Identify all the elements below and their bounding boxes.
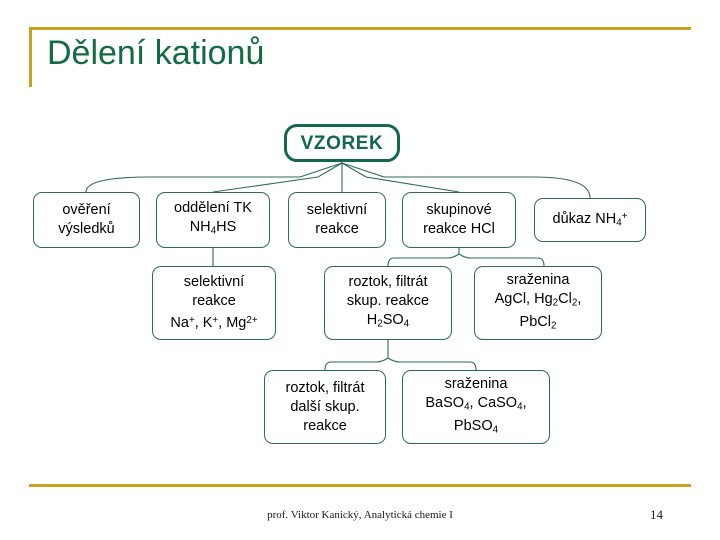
node-srazenina-chloridy-label: sraženina AgCl, Hg2Cl2, PbCl2 bbox=[494, 272, 582, 331]
node-dukaz-nh4[interactable]: důkaz NH4+ bbox=[534, 198, 646, 242]
formula-h2so4: H2SO4 bbox=[366, 311, 410, 330]
node-overeni-vysledku[interactable]: ověření výsledků bbox=[33, 192, 140, 248]
footer-page-number: 14 bbox=[650, 507, 663, 522]
formula-na-k-mg: Na+, K+, Mg2+ bbox=[170, 314, 258, 332]
node-dukaz-nh4-label: důkaz NH4+ bbox=[552, 211, 628, 229]
node-roztok-filtrat-h2so4-label: roztok, filtrát skup. reakce H2SO4 bbox=[346, 273, 430, 330]
node-vzorek-label: VZOREK bbox=[300, 132, 384, 154]
node-srazenina-sirany-label: sraženina BaSO4, CaSO4, PbSO4 bbox=[425, 376, 527, 435]
node-overeni-vysledku-label: ověření výsledků bbox=[58, 202, 115, 237]
node-vzorek[interactable]: VZOREK bbox=[284, 124, 400, 162]
node-oddeleni-tk-label: oddělení TK NH4HS bbox=[174, 200, 252, 237]
node-srazenina-sirany[interactable]: sraženina BaSO4, CaSO4, PbSO4 bbox=[402, 370, 550, 444]
footer-rule bbox=[29, 484, 691, 487]
node-roztok-filtrat-dalsi-skup-label: roztok, filtrát další skup. reakce bbox=[285, 379, 365, 434]
formula-pbso4: PbSO4 bbox=[453, 417, 499, 435]
node-srazenina-chloridy[interactable]: sraženina AgCl, Hg2Cl2, PbCl2 bbox=[474, 266, 602, 340]
title-rule-left bbox=[29, 27, 32, 87]
formula-nh4hs: NH4HS bbox=[189, 219, 237, 237]
footer-credit: prof. Viktor Kanický, Analytická chemie … bbox=[267, 509, 453, 521]
formula-pbcl2: PbCl2 bbox=[519, 313, 557, 331]
node-roztok-filtrat-h2so4[interactable]: roztok, filtrát skup. reakce H2SO4 bbox=[324, 266, 452, 340]
formula-baso4-caso4: BaSO4, CaSO4, bbox=[425, 395, 527, 413]
node-oddeleni-tk[interactable]: oddělení TK NH4HS bbox=[156, 192, 270, 248]
node-selektivni-reakce-na-k-mg[interactable]: selektivní reakce Na+, K+, Mg2+ bbox=[152, 266, 276, 340]
node-roztok-filtrat-dalsi-skup[interactable]: roztok, filtrát další skup. reakce bbox=[264, 370, 386, 444]
page-title: Dělení kationů bbox=[47, 34, 265, 72]
node-selektivni-reakce-na-k-mg-label: selektivní reakce Na+, K+, Mg2+ bbox=[170, 273, 258, 332]
node-selektivni-reakce[interactable]: selektivní reakce bbox=[288, 192, 386, 248]
node-selektivni-reakce-label: selektivní reakce bbox=[306, 202, 368, 237]
title-rule-top bbox=[29, 27, 691, 30]
formula-agcl-hg2cl2: AgCl, Hg2Cl2, bbox=[494, 291, 582, 309]
node-skupinove-reakce-hcl[interactable]: skupinové reakce HCl bbox=[402, 192, 516, 248]
node-skupinove-reakce-hcl-label: skupinové reakce HCl bbox=[423, 202, 495, 237]
